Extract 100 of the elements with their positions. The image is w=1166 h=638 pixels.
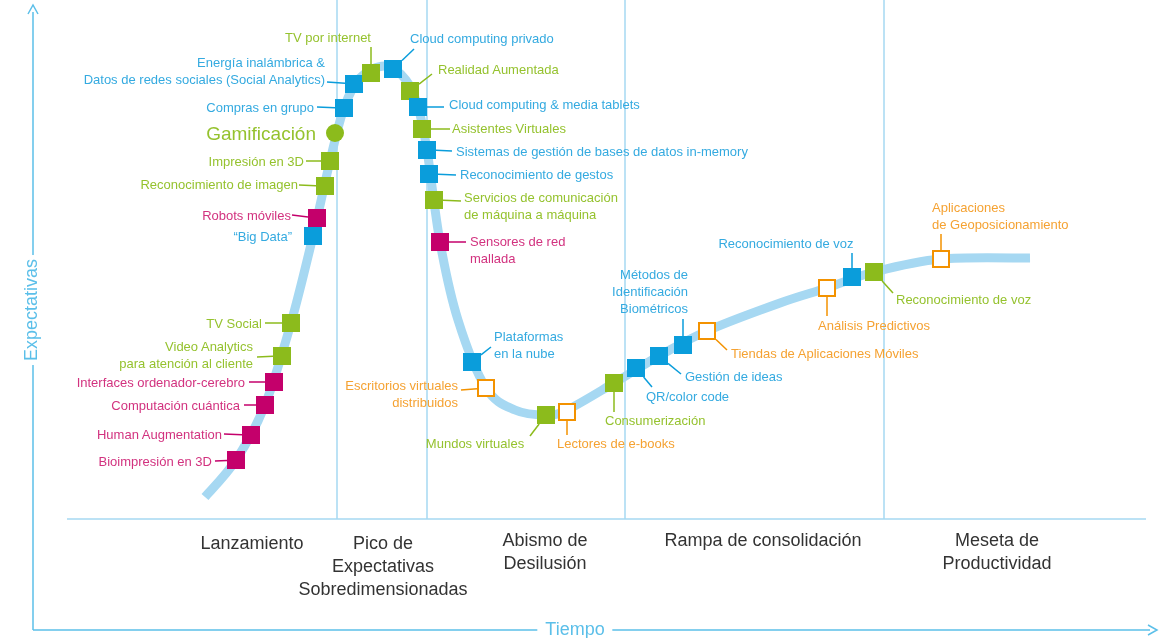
leader-line [566,420,568,436]
square-marker [843,268,861,286]
square-marker [265,373,283,391]
technology-label: Video Analytics para atención al cliente [119,338,253,372]
leader-line [326,81,346,85]
leader-line [448,241,467,243]
leader-line [291,214,309,218]
technology-label: Tiendas de Aplicaciones Móviles [731,344,919,362]
leader-line [642,376,653,388]
technology-label: Escritorios virtuales distribuidos [345,377,458,411]
square-marker [308,209,326,227]
technology-label: Robots móviles [202,206,291,224]
leader-line [480,346,492,356]
technology-label: Servicios de comunicación de máquina a máquina [464,189,618,223]
phase-label: Rampa de consolidación [664,529,862,552]
square-marker [316,177,334,195]
square-marker [425,191,443,209]
technology-label: Compras en grupo [206,98,314,116]
technology-label: Reconocimiento de voz [718,234,854,252]
square-marker [932,250,950,268]
technology-label: Análisis Predictivos [818,316,930,334]
leader-line [529,423,540,437]
technology-label: TV Social [206,314,262,332]
square-marker [558,403,576,421]
square-marker [537,406,555,424]
technology-label: Bioimpresión en 3D [98,452,212,470]
square-marker [698,322,716,340]
technology-label: Métodos de Identificación Biométricos [612,265,688,317]
square-marker [362,64,380,82]
technology-label: TV por internet [285,28,371,46]
leader-line [442,199,462,202]
leader-line [298,184,317,187]
leader-line [715,338,728,351]
technology-label: Cloud computing & media tablets [449,95,640,113]
leader-line [305,160,322,162]
square-marker [477,379,495,397]
leader-line [426,106,445,108]
technology-label: Asistentes Virtuales [452,119,566,137]
technology-label: Interfaces ordenador-cerebro [76,373,245,391]
leader-line [418,73,433,85]
technology-label: Gamificación [206,124,316,142]
leader-line [264,322,283,324]
technology-label: Reconocimiento de gestos [460,165,614,183]
technology-label: Plataformas en la nube [494,328,564,362]
square-marker [227,451,245,469]
leader-line [370,46,372,65]
leader-line [401,48,415,62]
leader-line [613,391,615,413]
leader-line [667,362,682,375]
leader-line [435,149,453,152]
technology-label: QR/color code [646,387,730,405]
technology-label: Human Augmentation [96,425,222,443]
technology-label: Realidad Aumentada [438,60,559,78]
leader-line [682,318,684,337]
technology-label: “Big Data” [233,227,292,245]
leader-line [881,280,894,294]
leader-line [430,128,451,130]
leader-line [214,459,228,462]
square-marker [242,426,260,444]
technology-label: Reconocimiento de imagen [140,175,298,193]
leader-line [256,355,274,358]
leader-line [243,404,257,406]
square-marker [627,359,645,377]
square-marker [282,314,300,332]
technology-label: Computación cuántica [111,396,240,414]
leader-line [826,296,828,317]
leader-line [223,433,243,436]
square-marker [401,82,419,100]
square-marker [384,60,402,78]
technology-label: Consumerización [605,411,706,429]
square-marker [650,347,668,365]
leader-line [851,252,853,269]
square-marker [345,75,363,93]
square-marker [409,98,427,116]
square-marker [674,336,692,354]
leader-line [460,387,478,391]
leader-line [248,381,266,383]
technology-label: Reconocimiento de voz [896,290,1032,308]
phase-label: Abismo de Desilusión [502,529,588,575]
phase-label: Lanzamiento [200,532,304,555]
square-marker [256,396,274,414]
technology-label: Aplicaciones de Geoposicionamiento [932,199,1069,233]
leader-line [316,106,336,109]
square-marker [273,347,291,365]
technology-label: Impresión en 3D [208,152,304,170]
square-marker [818,279,836,297]
technology-label: Energía inalámbrica & Datos de redes sociales (Social Analytics) [83,54,325,88]
square-marker [335,99,353,117]
square-marker [865,263,883,281]
technology-label: Gestión de ideas [685,367,783,385]
square-marker [431,233,449,251]
technology-label: Cloud computing privado [410,29,554,47]
technology-label: Sistemas de gestión de bases de datos in-memory [456,142,748,160]
square-marker [463,353,481,371]
technology-label: Mundos virtuales [425,434,525,452]
leader-line [940,233,942,251]
leader-line [437,173,457,176]
phase-label: Meseta de Productividad [942,529,1052,575]
square-marker [321,152,339,170]
square-marker [304,227,322,245]
